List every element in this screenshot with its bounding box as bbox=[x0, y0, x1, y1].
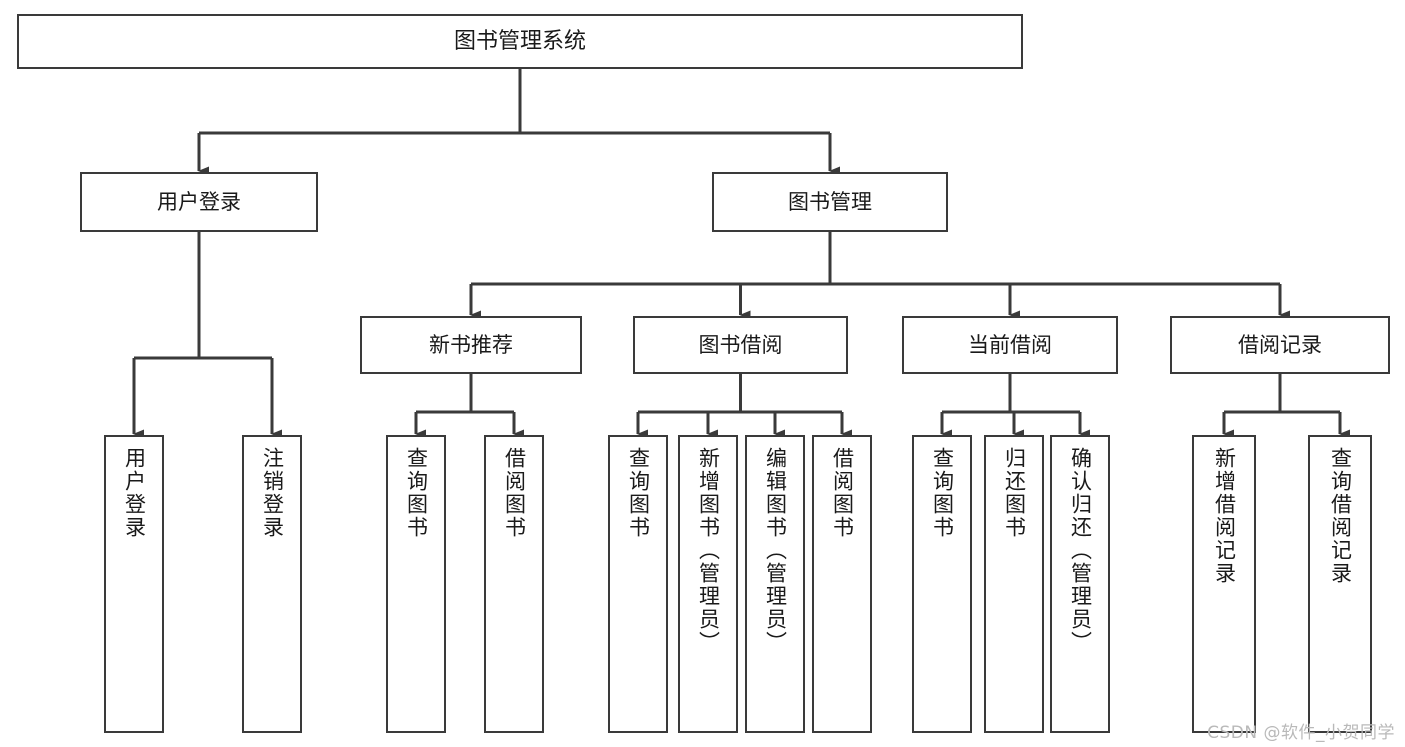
node-borrow-record[interactable]: 借阅记录 bbox=[1170, 316, 1390, 374]
node-leaf-logout[interactable]: 注销登录 bbox=[242, 435, 302, 733]
node-label: 借阅图书 bbox=[502, 447, 527, 539]
node-leaf-return-book[interactable]: 归还图书 bbox=[984, 435, 1044, 733]
node-leaf-edit-book-admin[interactable]: 编辑图书（管理员） bbox=[745, 435, 805, 733]
node-leaf-confirm-return-admin[interactable]: 确认归还（管理员） bbox=[1050, 435, 1110, 733]
node-label: 编辑图书（管理员） bbox=[763, 447, 788, 654]
node-label: 查询借阅记录 bbox=[1328, 447, 1353, 585]
node-label: 查询图书 bbox=[930, 447, 955, 539]
node-current-borrow[interactable]: 当前借阅 bbox=[902, 316, 1118, 374]
node-root[interactable]: 图书管理系统 bbox=[17, 14, 1023, 69]
node-label: 新增图书（管理员） bbox=[696, 447, 721, 654]
node-label: 新书推荐 bbox=[429, 332, 513, 357]
node-label: 归还图书 bbox=[1002, 447, 1027, 539]
node-label: 用户登录 bbox=[157, 189, 241, 214]
node-new-book-recommend[interactable]: 新书推荐 bbox=[360, 316, 582, 374]
node-leaf-borrow-book[interactable]: 借阅图书 bbox=[812, 435, 872, 733]
node-label: 图书管理 bbox=[788, 189, 872, 214]
node-leaf-query-borrow-record[interactable]: 查询借阅记录 bbox=[1308, 435, 1372, 733]
node-label: 查询图书 bbox=[404, 447, 429, 539]
node-leaf-query-book-borrow[interactable]: 查询图书 bbox=[608, 435, 668, 733]
node-user-login[interactable]: 用户登录 bbox=[80, 172, 318, 232]
node-label: 确认归还（管理员） bbox=[1068, 447, 1093, 654]
node-leaf-add-borrow-record[interactable]: 新增借阅记录 bbox=[1192, 435, 1256, 733]
node-label: 用户登录 bbox=[122, 447, 147, 539]
node-label: 图书管理系统 bbox=[453, 28, 586, 54]
node-leaf-query-book-cur[interactable]: 查询图书 bbox=[912, 435, 972, 733]
node-leaf-borrow-book-rec[interactable]: 借阅图书 bbox=[484, 435, 544, 733]
node-label: 新增借阅记录 bbox=[1212, 447, 1237, 585]
node-label: 注销登录 bbox=[260, 447, 285, 539]
node-label: 借阅记录 bbox=[1238, 332, 1322, 357]
watermark: CSDN @软件_小贺同学 bbox=[1207, 723, 1395, 743]
node-leaf-user-login[interactable]: 用户登录 bbox=[104, 435, 164, 733]
node-label: 图书借阅 bbox=[698, 332, 783, 357]
node-leaf-query-book-rec[interactable]: 查询图书 bbox=[386, 435, 446, 733]
node-book-management[interactable]: 图书管理 bbox=[712, 172, 948, 232]
node-book-borrow[interactable]: 图书借阅 bbox=[633, 316, 848, 374]
node-leaf-add-book-admin[interactable]: 新增图书（管理员） bbox=[678, 435, 738, 733]
node-label: 借阅图书 bbox=[830, 447, 855, 539]
node-label: 查询图书 bbox=[626, 447, 651, 539]
node-label: 当前借阅 bbox=[968, 332, 1052, 357]
